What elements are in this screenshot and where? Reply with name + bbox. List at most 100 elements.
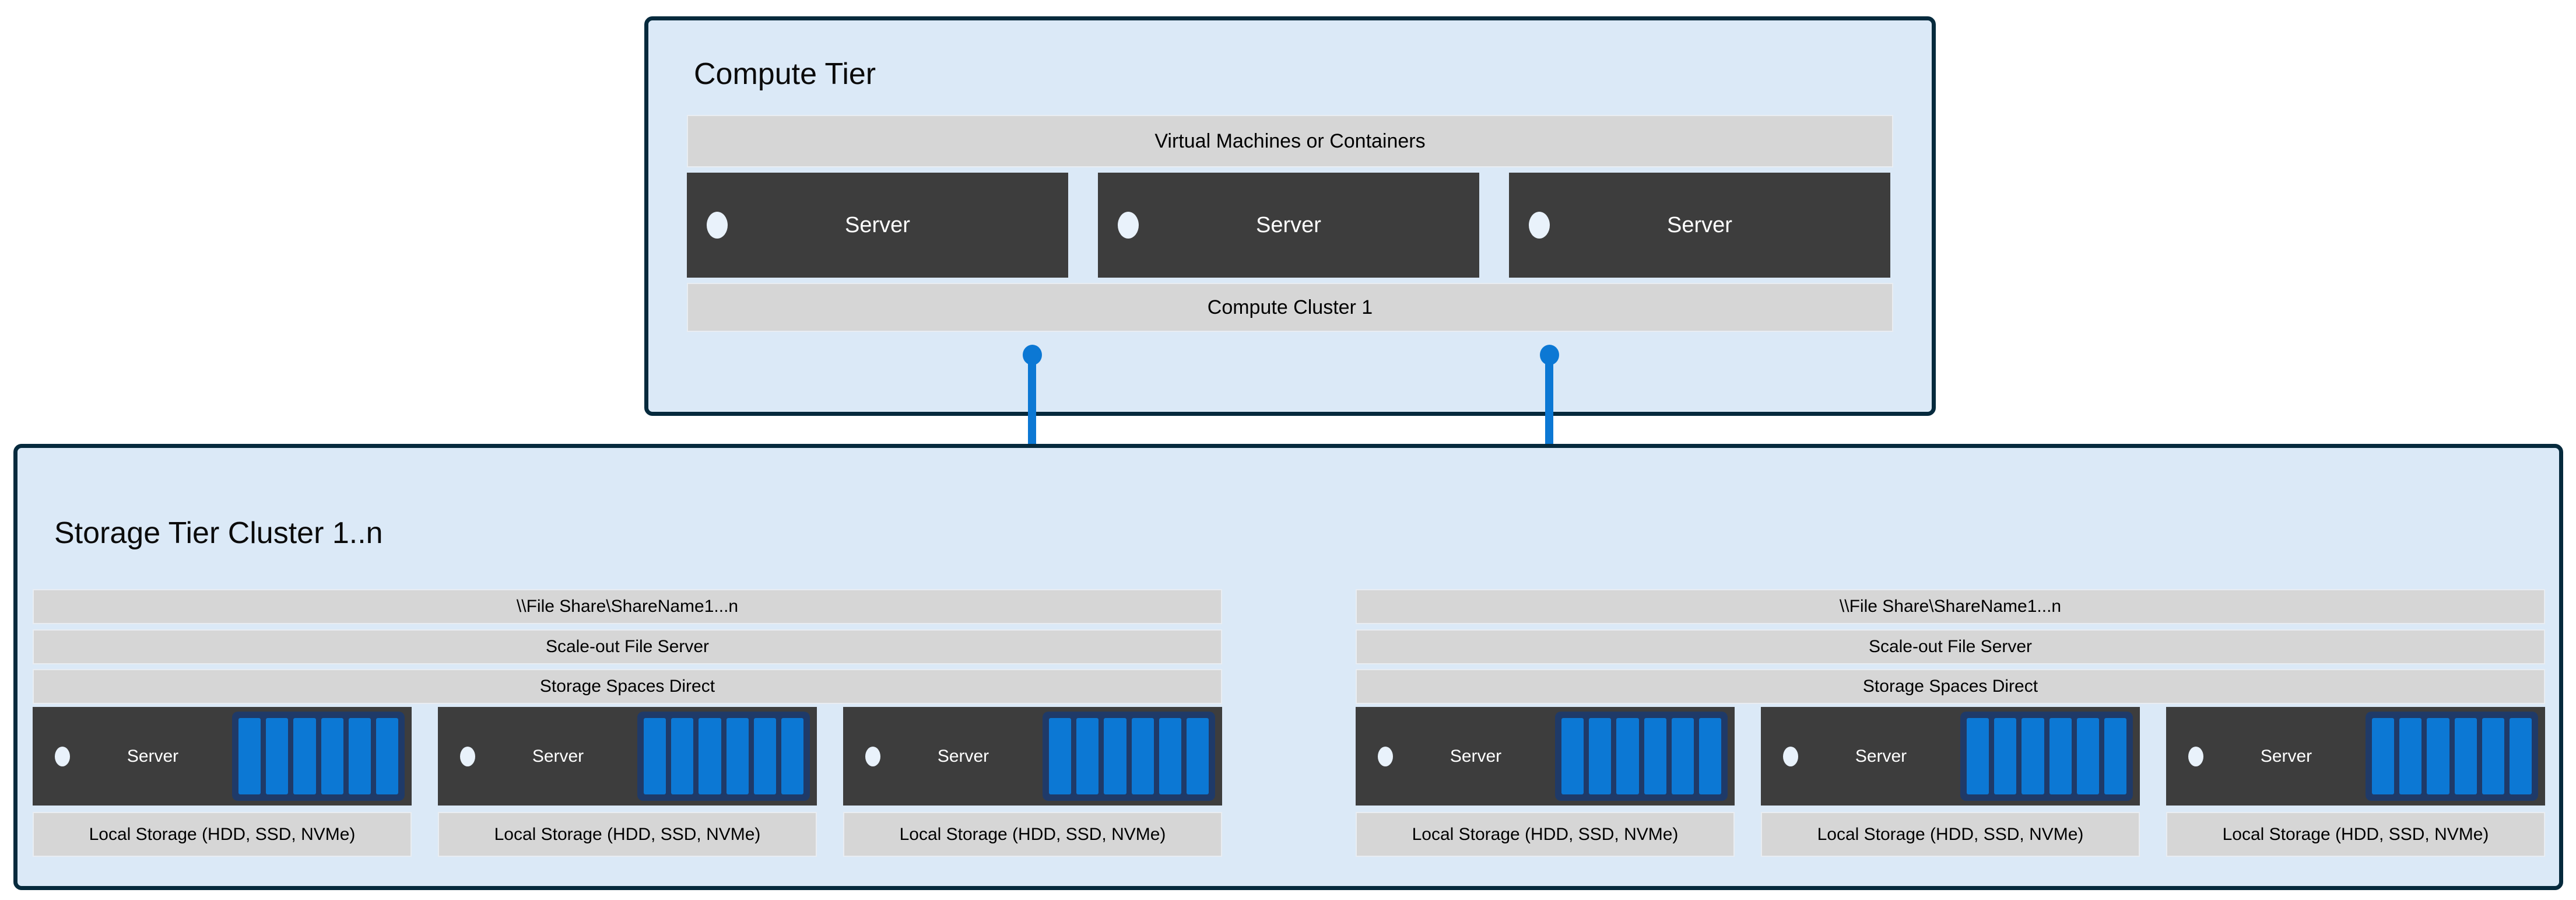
disk-slat <box>2022 718 2044 794</box>
disk-array-icon <box>1555 712 1728 801</box>
local-storage-bar: Local Storage (HDD, SSD, NVMe) <box>33 812 412 857</box>
status-dot-icon <box>2188 747 2203 766</box>
local-storage-label: Local Storage (HDD, SSD, NVMe) <box>1412 824 1679 844</box>
local-storage-label: Local Storage (HDD, SSD, NVMe) <box>1817 824 2084 844</box>
storage-spaces-direct-label: Storage Spaces Direct <box>539 677 715 696</box>
storage-server-label: Server <box>532 746 584 766</box>
storage-server-label: Server <box>127 746 179 766</box>
vm-containers-bar: Virtual Machines or Containers <box>687 115 1893 167</box>
local-storage-bar: Local Storage (HDD, SSD, NVMe) <box>1761 812 2140 857</box>
disk-array-icon <box>1960 712 2133 801</box>
scale-out-file-server-bar: Scale-out File Server <box>33 629 1222 664</box>
compute-server-box: Server <box>1509 173 1890 278</box>
storage-cluster-group: \\File Share\ShareName1...n Scale-out Fi… <box>1356 589 2545 857</box>
status-dot-icon <box>707 212 728 239</box>
compute-cluster-bar: Compute Cluster 1 <box>687 283 1893 332</box>
status-dot-icon <box>1529 212 1550 239</box>
disk-slat <box>781 718 804 794</box>
disk-slat <box>1104 718 1126 794</box>
compute-server-label: Server <box>1256 212 1321 237</box>
storage-server-box: Server <box>1356 707 1735 806</box>
disk-slat <box>1616 718 1639 794</box>
disk-slat <box>293 718 316 794</box>
compute-cluster-label: Compute Cluster 1 <box>1207 296 1373 318</box>
storage-spaces-direct-label: Storage Spaces Direct <box>1862 677 2038 696</box>
disk-slat <box>1049 718 1072 794</box>
connector-line <box>1028 353 1036 468</box>
disk-slat <box>1994 718 2017 794</box>
disk-slat <box>1698 718 1722 794</box>
file-share-label: \\File Share\ShareName1...n <box>1839 597 2062 616</box>
disk-slat <box>753 718 776 794</box>
disk-slat <box>2509 718 2532 794</box>
disk-slat <box>1671 718 1694 794</box>
disk-slat <box>266 718 289 794</box>
disk-slat <box>644 718 666 794</box>
local-storage-label: Local Storage (HDD, SSD, NVMe) <box>2222 824 2489 844</box>
compute-server-box: Server <box>1098 173 1479 278</box>
compute-server-box: Server <box>687 173 1068 278</box>
file-share-bar: \\File Share\ShareName1...n <box>1356 589 2545 624</box>
connector-endpoint-dot <box>1023 345 1042 365</box>
connector-line <box>1545 353 1553 468</box>
storage-server-label: Server <box>937 746 989 766</box>
disk-slat <box>1186 718 1209 794</box>
storage-server-box: Server <box>843 707 1222 806</box>
storage-server-label: Server <box>2260 746 2312 766</box>
disk-array-icon <box>1043 712 1215 801</box>
disk-slat <box>1561 718 1584 794</box>
storage-tier-title: Storage Tier Cluster 1..n <box>54 516 383 550</box>
storage-server-box: Server <box>2166 707 2545 806</box>
storage-server-label: Server <box>1855 746 1907 766</box>
disk-slat <box>1076 718 1099 794</box>
local-storage-label: Local Storage (HDD, SSD, NVMe) <box>899 824 1166 844</box>
disk-slat <box>671 718 694 794</box>
disk-slat <box>2076 718 2099 794</box>
storage-spaces-direct-bar: Storage Spaces Direct <box>33 669 1222 704</box>
status-dot-icon <box>1783 747 1798 766</box>
disk-slat <box>321 718 343 794</box>
disk-slat <box>1967 718 1989 794</box>
status-dot-icon <box>1118 212 1139 239</box>
disk-slat <box>726 718 749 794</box>
local-storage-label: Local Storage (HDD, SSD, NVMe) <box>494 824 761 844</box>
status-dot-icon <box>460 747 475 766</box>
local-storage-bar: Local Storage (HDD, SSD, NVMe) <box>1356 812 1735 857</box>
storage-server-box: Server <box>33 707 412 806</box>
disk-slat <box>699 718 721 794</box>
scale-out-file-server-label: Scale-out File Server <box>545 637 710 656</box>
scale-out-file-server-bar: Scale-out File Server <box>1356 629 2545 664</box>
disk-slat <box>1131 718 1154 794</box>
disk-slat <box>2399 718 2422 794</box>
status-dot-icon <box>55 747 70 766</box>
storage-server-box: Server <box>1761 707 2140 806</box>
local-storage-label: Local Storage (HDD, SSD, NVMe) <box>89 824 356 844</box>
status-dot-icon <box>865 747 880 766</box>
storage-spaces-direct-bar: Storage Spaces Direct <box>1356 669 2545 704</box>
disk-slat <box>2482 718 2504 794</box>
disk-slat <box>375 718 399 794</box>
disk-slat <box>1159 718 1181 794</box>
disk-slat <box>2049 718 2072 794</box>
storage-server-box: Server <box>438 707 817 806</box>
storage-cluster-group: \\File Share\ShareName1...n Scale-out Fi… <box>33 589 1222 857</box>
local-storage-bar: Local Storage (HDD, SSD, NVMe) <box>438 812 817 857</box>
compute-tier-panel: Compute Tier Virtual Machines or Contain… <box>644 16 1936 416</box>
connector-endpoint-dot <box>1540 345 1559 365</box>
local-storage-bar: Local Storage (HDD, SSD, NVMe) <box>843 812 1222 857</box>
disk-slat <box>1589 718 1612 794</box>
compute-tier-title: Compute Tier <box>694 57 876 91</box>
file-share-bar: \\File Share\ShareName1...n <box>33 589 1222 624</box>
scale-out-file-server-label: Scale-out File Server <box>1868 637 2033 656</box>
disk-slat <box>2454 718 2477 794</box>
disk-slat <box>2104 718 2127 794</box>
storage-server-label: Server <box>1450 746 1502 766</box>
local-storage-bar: Local Storage (HDD, SSD, NVMe) <box>2166 812 2545 857</box>
status-dot-icon <box>1378 747 1393 766</box>
disk-slat <box>348 718 371 794</box>
disk-array-icon <box>2366 712 2538 801</box>
disk-slat <box>2427 718 2449 794</box>
vm-containers-label: Virtual Machines or Containers <box>1154 129 1426 152</box>
disk-slat <box>1644 718 1666 794</box>
